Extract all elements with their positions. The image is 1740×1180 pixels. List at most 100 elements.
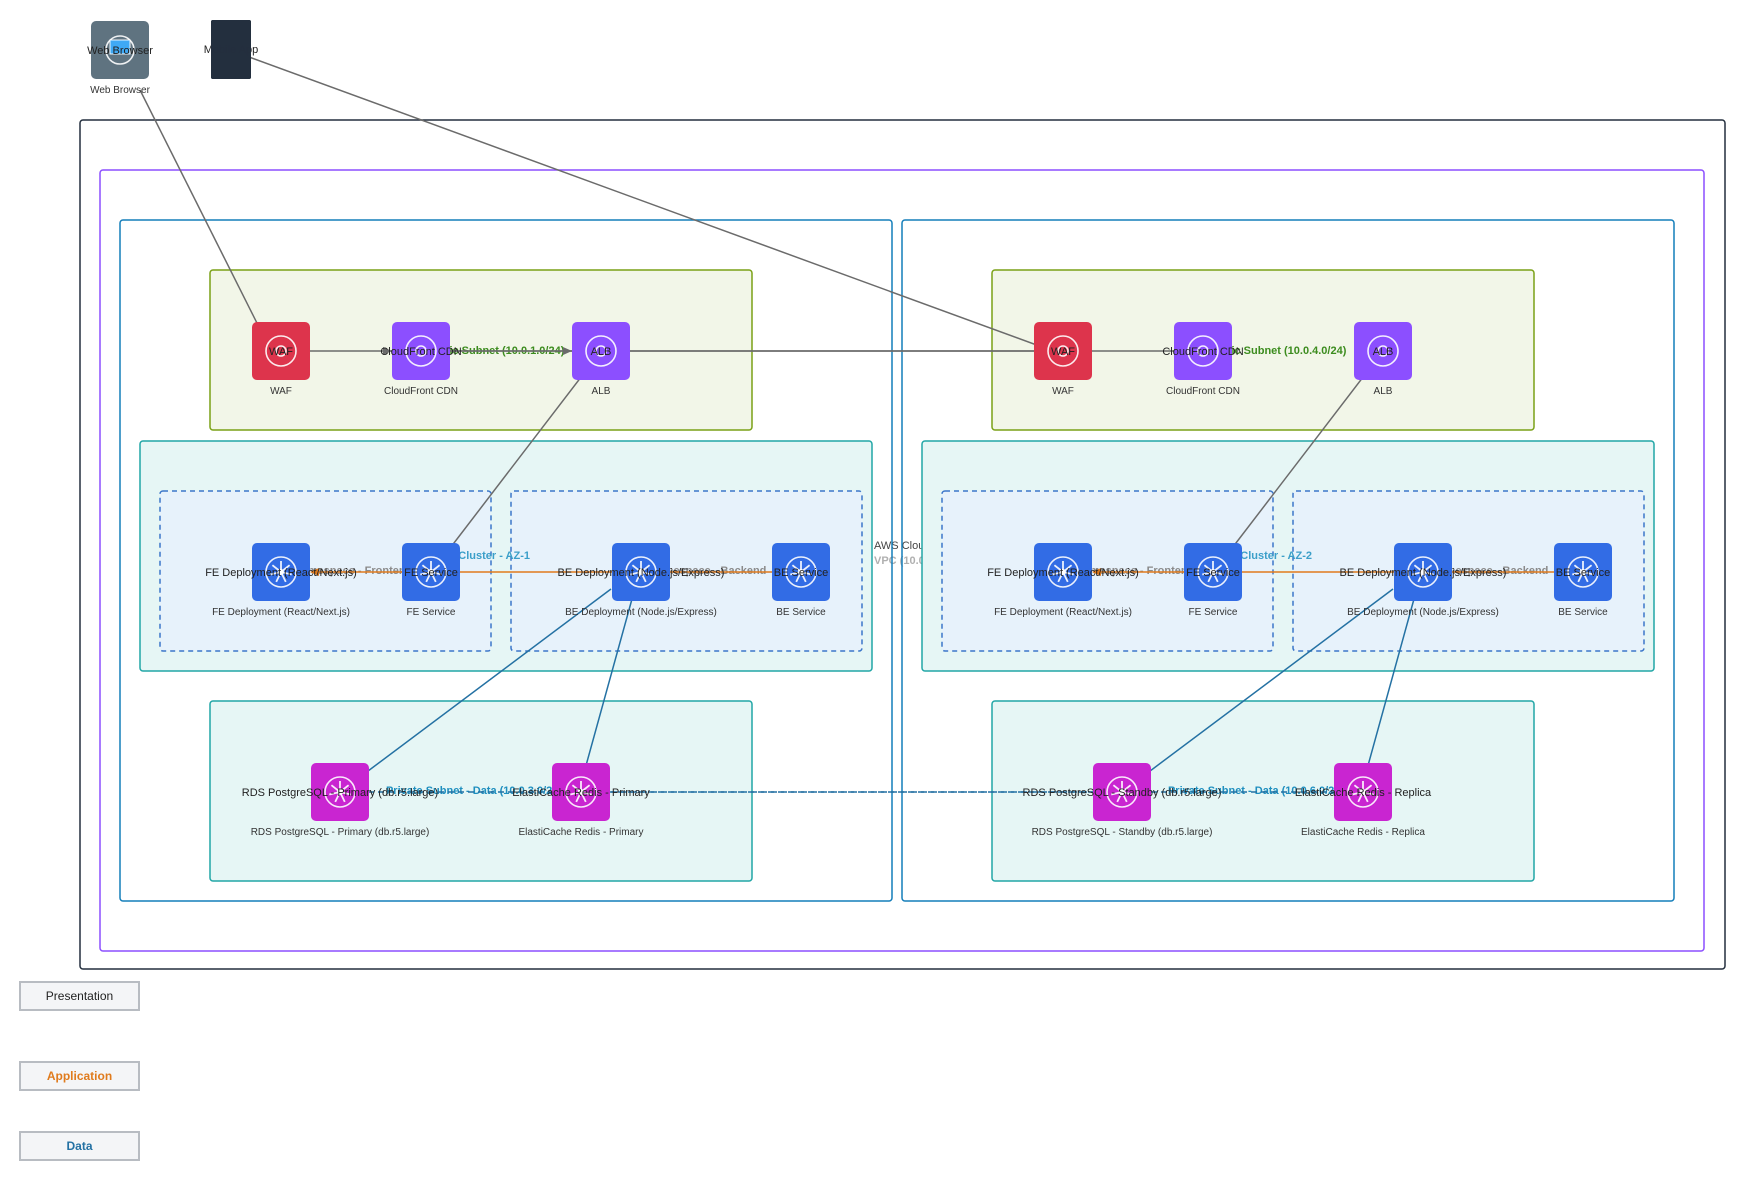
az-1-waf[interactable]: WAF WAF: [252, 322, 310, 397]
az-2-waf[interactable]: WAF WAF: [1034, 322, 1092, 397]
edge-mobile-waf-az2: [229, 49, 1054, 353]
az-2-container: [901, 219, 1675, 902]
az-1-edge-be-db: [339, 588, 612, 793]
az-1-container: [119, 219, 893, 902]
az-1-fe-ns-label: Namespace - Frontend: [294, 565, 413, 577]
az-2-cdn[interactable]: CloudFront CDN CloudFront CDN: [1162, 322, 1244, 397]
mobile-app-device: [211, 20, 251, 79]
az-1-be-service-caption: BE Service: [776, 607, 826, 618]
az-2-rds[interactable]: RDS PostgreSQL - Standby (db.r5.large) RD…: [1023, 763, 1222, 838]
az-1-cdn-icon: [392, 322, 450, 380]
az-1-fe-service-icon-label: FE Service: [404, 567, 458, 579]
az-2-data-subnet: [991, 700, 1535, 882]
az-1-be-deployment-caption: BE Deployment (Node.js/Express): [565, 607, 717, 618]
az-2-cdn-caption: CloudFront CDN: [1166, 386, 1240, 397]
az-1-fe-deployment-caption: FE Deployment (React/Next.js): [212, 607, 350, 618]
az-2-alb[interactable]: ALB ALB: [1354, 322, 1412, 397]
az-1-fe-service[interactable]: FE Service FE Service: [402, 543, 460, 618]
az-1-fe-deployment[interactable]: FE Deployment (React/Next.js) FE Deployme…: [205, 543, 357, 618]
az-2-be-deployment-icon-label: BE Deployment (Node.js/Express): [1340, 567, 1507, 579]
az-2-be-service[interactable]: BE Service BE Service: [1554, 543, 1612, 618]
legend-application[interactable]: Application: [19, 1061, 140, 1091]
az-2-backend-namespace: [1292, 490, 1645, 652]
az-2-waf-icon-label: WAF: [1051, 346, 1075, 358]
az-1-elasticache-caption: ElastiCache Redis - Primary: [518, 827, 643, 838]
az-1-public-subnet: [209, 269, 753, 431]
legend-application-label: Application: [46, 1069, 113, 1083]
edge-layer: [139, 49, 1584, 793]
az-1-data-subnet-label: Private Subnet - Data (10.0.3.0/24): [386, 785, 562, 797]
az-2-fe-deployment-icon-label: FE Deployment (React/Next.js): [987, 567, 1139, 579]
az-2-elasticache-icon-label: ElastiCache Redis - Replica: [1295, 787, 1432, 799]
az-2-public-subnet: [991, 269, 1535, 431]
az-2-fe-deployment[interactable]: FE Deployment (React/Next.js) FE Deployme…: [987, 543, 1139, 618]
az-1-backend-namespace: [510, 490, 863, 652]
az-1-elasticache-icon-label: ElastiCache Redis - Primary: [512, 787, 650, 799]
az-1-be-ns-label: Namespace - Backend: [650, 565, 767, 577]
legend-data-label: Data: [66, 1139, 93, 1153]
node-layer: WAF WAF CloudFront CDN CloudFront CDN ALB ALB…: [87, 20, 1612, 838]
az-2-frontend-namespace: [941, 490, 1274, 652]
az-1-be-service-icon-label: BE Service: [774, 567, 828, 579]
az-2-fe-ns-label: Namespace - Frontend: [1076, 565, 1195, 577]
az-1-edge-be-cache: [580, 598, 633, 781]
az-1-waf-icon-label: WAF: [269, 346, 293, 358]
az-1-alb-caption: ALB: [592, 386, 611, 397]
az-2-alb-icon: [1354, 322, 1412, 380]
legend-data[interactable]: Data: [19, 1131, 140, 1161]
az-1-data-subnet: [209, 700, 753, 882]
az-2-be-ns-label: Namespace - Backend: [1432, 565, 1549, 577]
az-2-fe-service-icon-label: FE Service: [1186, 567, 1240, 579]
az-1-waf-caption: WAF: [270, 386, 292, 397]
az-1-waf-icon: [252, 322, 310, 380]
az-2-cdn-icon-label: CloudFront CDN: [1162, 346, 1243, 358]
az-1-rds[interactable]: RDS PostgreSQL - Primary (db.r5.large) RD…: [242, 763, 438, 838]
legend-presentation[interactable]: Presentation: [19, 981, 140, 1011]
az-2-be-service-icon-label: BE Service: [1556, 567, 1610, 579]
az-2-rds-icon-label: RDS PostgreSQL - Standby (db.r5.large): [1023, 787, 1222, 799]
az-1-cdn-icon-label: CloudFront CDN: [380, 346, 461, 358]
web-browser-node-icon-label: Web Browser: [87, 45, 153, 57]
az-1-be-deployment-icon-label: BE Deployment (Node.js/Express): [558, 567, 725, 579]
az-2-edge-be-cache: [1362, 598, 1415, 781]
mobile-app-node[interactable]: Mobile App: [204, 20, 258, 79]
az-2-elasticache-caption: ElastiCache Redis - Replica: [1301, 827, 1425, 838]
az-2-cdn-icon: [1174, 322, 1232, 380]
az-1-rds-icon-label: RDS PostgreSQL - Primary (db.r5.large): [242, 787, 438, 799]
az-2-edge-be-db: [1121, 588, 1394, 793]
az-2-waf-icon: [1034, 322, 1092, 380]
az-2-fe-deployment-caption: FE Deployment (React/Next.js): [994, 607, 1132, 618]
vpc-container: [99, 169, 1705, 952]
az-2-fe-service[interactable]: FE Service FE Service: [1184, 543, 1242, 618]
az-2-alb-caption: ALB: [1374, 386, 1393, 397]
az-1-be-deployment[interactable]: BE Deployment (Node.js/Express) BE Deploy…: [558, 543, 725, 618]
edge-browser-waf-az1: [139, 89, 272, 352]
az-2-rds-caption: RDS PostgreSQL - Standby (db.r5.large): [1032, 827, 1213, 838]
az-1-be-service[interactable]: BE Service BE Service: [772, 543, 830, 618]
az-2-be-deployment-caption: BE Deployment (Node.js/Express): [1347, 607, 1499, 618]
legend-presentation-label: Presentation: [45, 989, 114, 1003]
az-1-rds-caption: RDS PostgreSQL - Primary (db.r5.large): [251, 827, 430, 838]
az-2-fe-service-caption: FE Service: [1189, 607, 1238, 618]
az-1-frontend-namespace: [159, 490, 492, 652]
az-2-be-deployment[interactable]: BE Deployment (Node.js/Express) BE Deploy…: [1340, 543, 1507, 618]
az-1-fe-service-caption: FE Service: [407, 607, 456, 618]
az-2-be-service-caption: BE Service: [1558, 607, 1608, 618]
az-2-waf-caption: WAF: [1052, 386, 1074, 397]
az-2-alb-icon-label: ALB: [1373, 346, 1394, 358]
az-2-data-subnet-label: Private Subnet - Data (10.0.6.0/24): [1168, 785, 1344, 797]
az-1-fe-deployment-icon-label: FE Deployment (React/Next.js): [205, 567, 357, 579]
aws-cloud-container: [79, 119, 1726, 970]
az-2-edge-alb-fesvc: [1212, 350, 1384, 574]
az-1-alb-icon: [572, 322, 630, 380]
az-1-edge-alb-fesvc: [430, 350, 602, 574]
az-2-public-subnet-label: Public Subnet (10.0.4.0/24): [1208, 345, 1347, 357]
